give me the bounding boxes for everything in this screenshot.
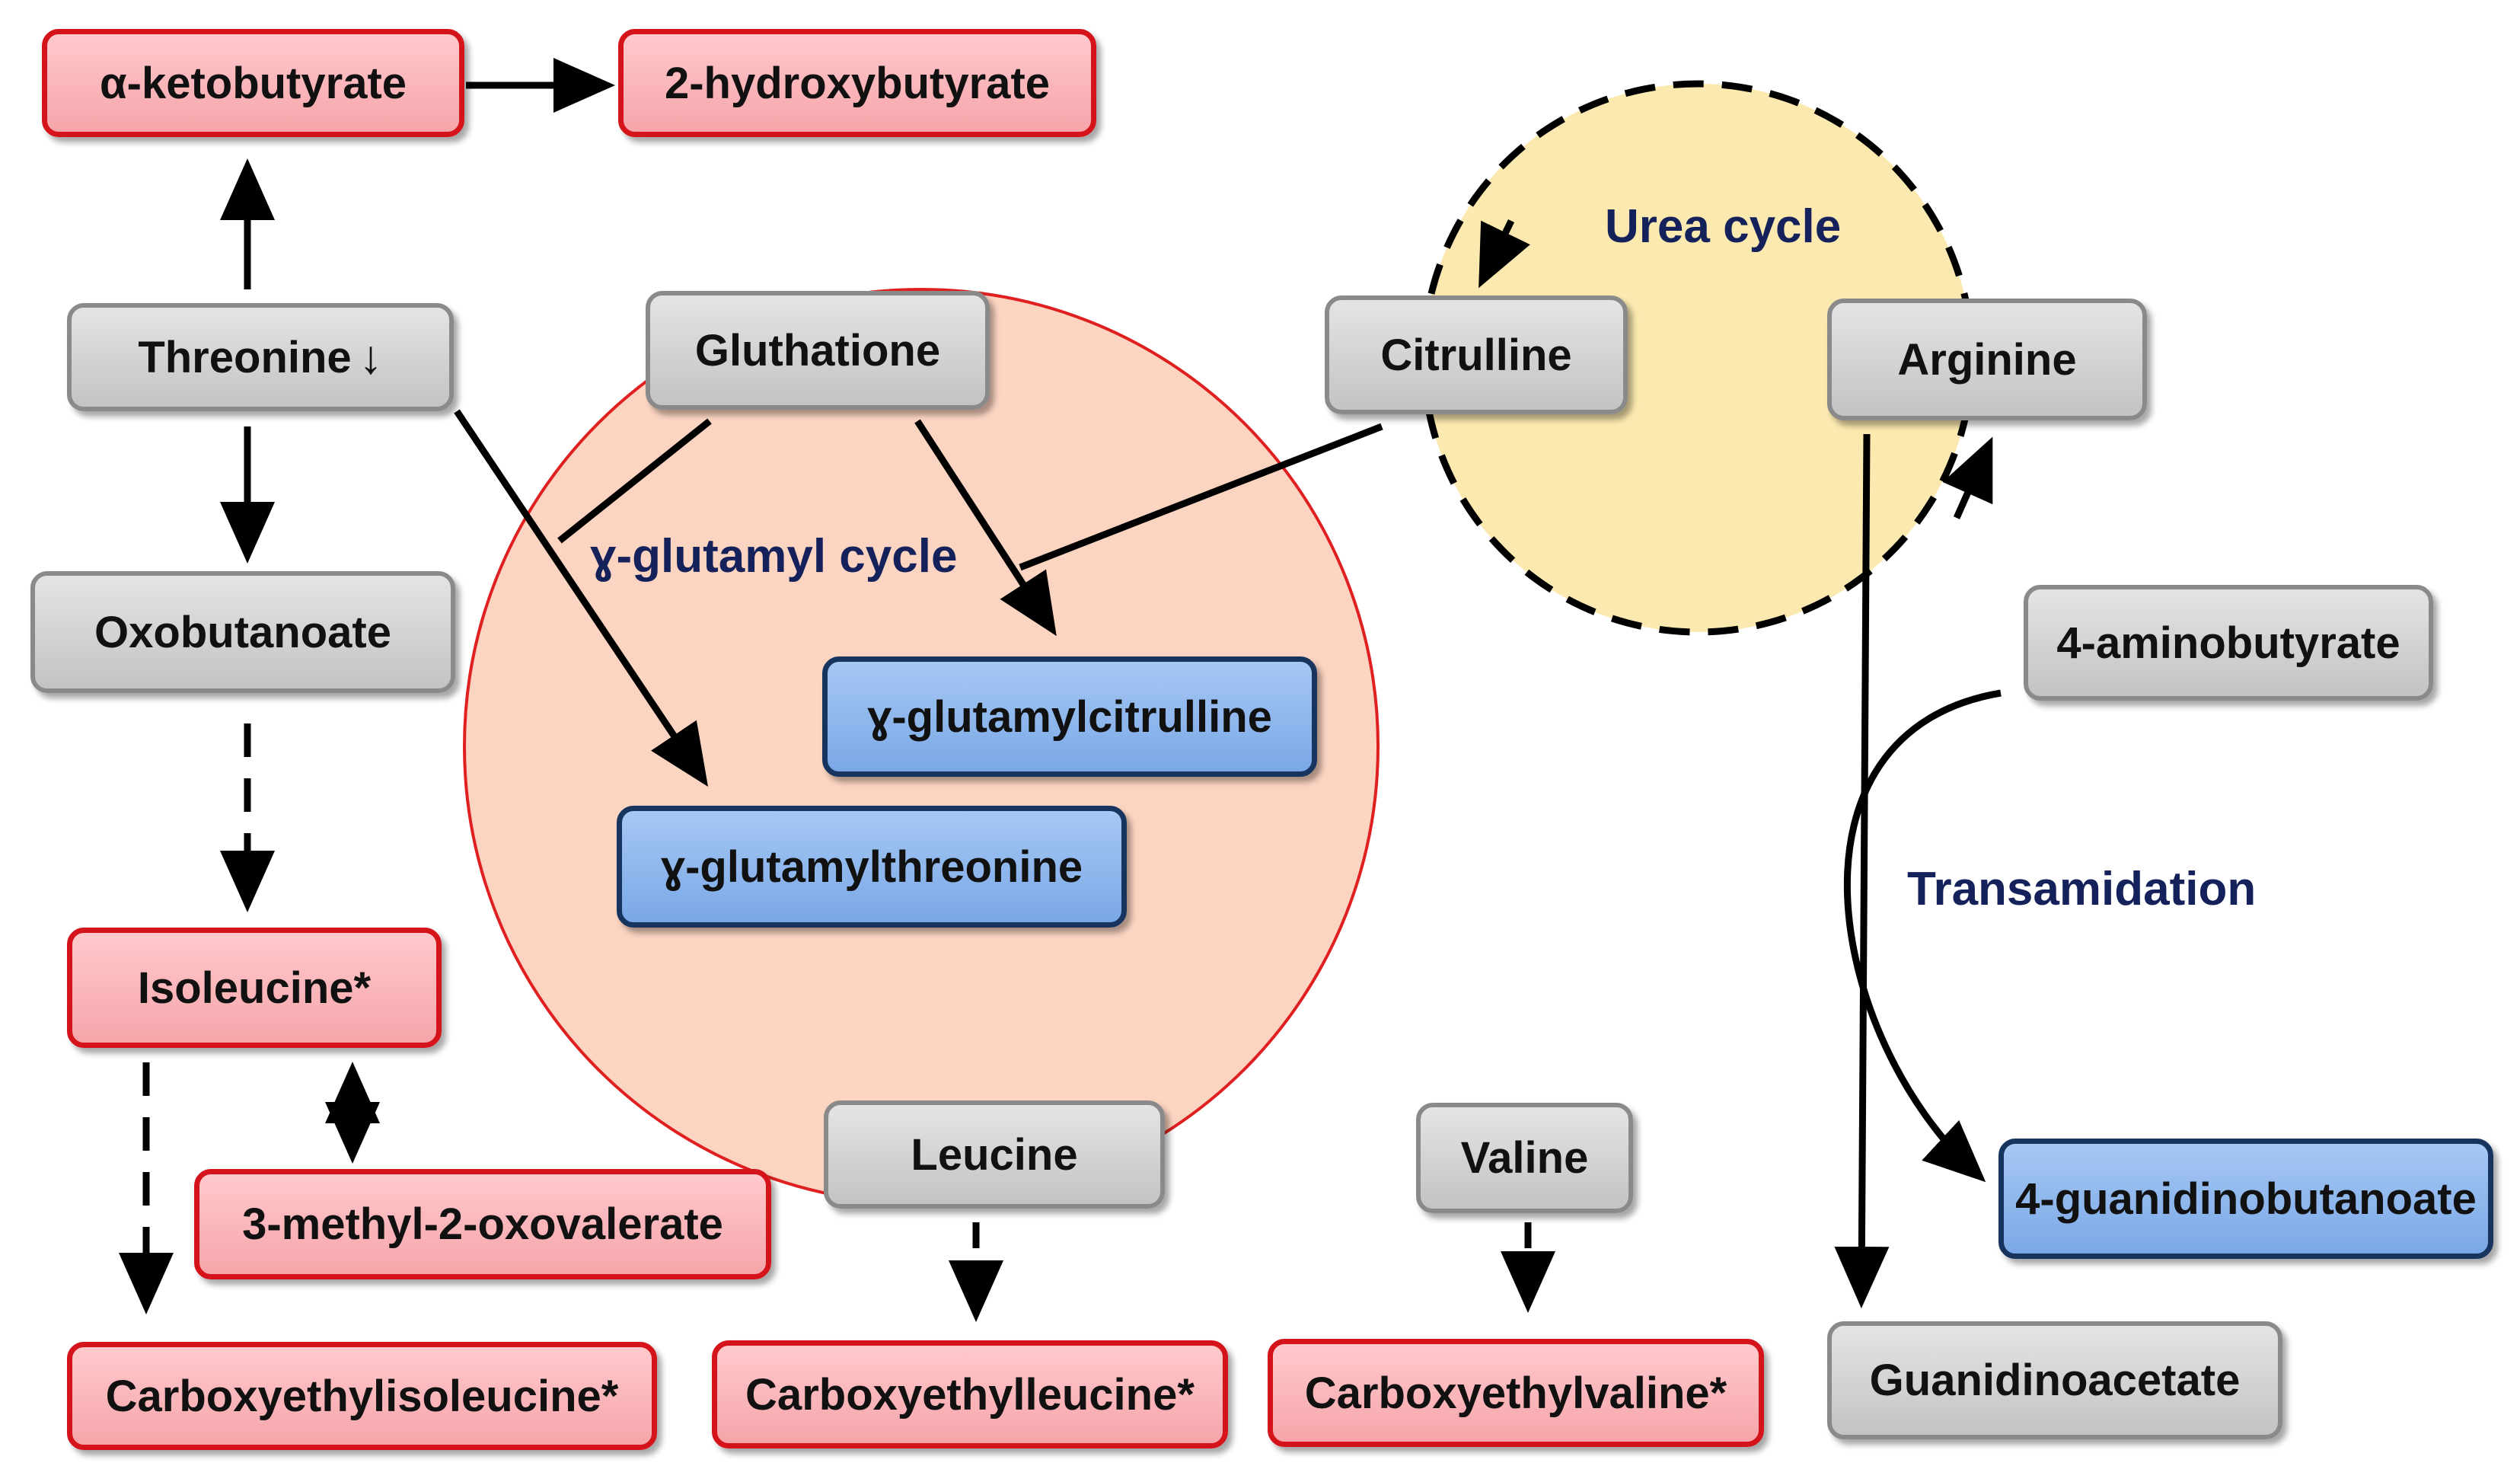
node-oxobutanoate[interactable]: Oxobutanoate — [30, 571, 455, 693]
node-isoleucine[interactable]: Isoleucine* — [67, 928, 442, 1048]
arrow-arginine-to-guanidinoacetate — [1834, 433, 1890, 1308]
node-carboxyethylisoleucine[interactable]: Carboxyethylisoleucine* — [67, 1342, 657, 1450]
node-threonine[interactable]: Threonine ↓ — [67, 303, 454, 411]
line-citrulline-to-glutamyl-branch — [1019, 423, 1383, 571]
node-leucine[interactable]: Leucine — [824, 1100, 1165, 1209]
node-carboxyethylvaline[interactable]: Carboxyethylvaline* — [1268, 1339, 1764, 1447]
node-carboxyethylleucine[interactable]: Carboxyethylleucine* — [712, 1340, 1228, 1448]
urea-cycle-arrow-left — [1479, 219, 1530, 289]
urea-cycle-label: Urea cycle — [1605, 200, 1842, 253]
node-gluthatione[interactable]: Gluthatione — [646, 291, 990, 410]
glutamyl-cycle-label: ɣ-glutamyl cycle — [590, 530, 958, 583]
node-guanidinoacetate[interactable]: Guanidinoacetate — [1827, 1321, 2282, 1439]
node-glutamylthreonine[interactable]: ɣ-glutamylthreonine — [617, 806, 1127, 928]
decrease-arrow-icon: ↓ — [359, 331, 383, 384]
node-glutamylcitrulline[interactable]: ɣ-glutamylcitrulline — [822, 656, 1317, 777]
node-4-aminobutyrate[interactable]: 4-aminobutyrate — [2024, 585, 2433, 701]
node-citrulline[interactable]: Citrulline — [1325, 295, 1628, 414]
arrow-aminobutyrate-to-guanidinobutanoate — [1843, 689, 2002, 1183]
node-alpha-ketobutyrate[interactable]: α-ketobutyrate — [42, 29, 464, 137]
urea-cycle-arrow-right — [1942, 436, 1993, 519]
node-arginine[interactable]: Arginine — [1827, 299, 2147, 420]
node-4-guanidinobutanoate[interactable]: 4-guanidinobutanoate — [1998, 1139, 2493, 1259]
node-2-hydroxybutyrate[interactable]: 2-hydroxybutyrate — [618, 29, 1096, 137]
arrow-gluthatione-to-glutamylcitrulline — [914, 419, 1057, 637]
transamidation-label: Transamidation — [1907, 863, 2257, 915]
arrow-threonine-to-glutamylthreonine — [454, 409, 709, 787]
node-valine[interactable]: Valine — [1416, 1103, 1633, 1213]
line-gluthatione-to-threonine-branch — [557, 418, 712, 544]
node-3-methyl-2-oxovalerate[interactable]: 3-methyl-2-oxovalerate — [194, 1169, 771, 1279]
